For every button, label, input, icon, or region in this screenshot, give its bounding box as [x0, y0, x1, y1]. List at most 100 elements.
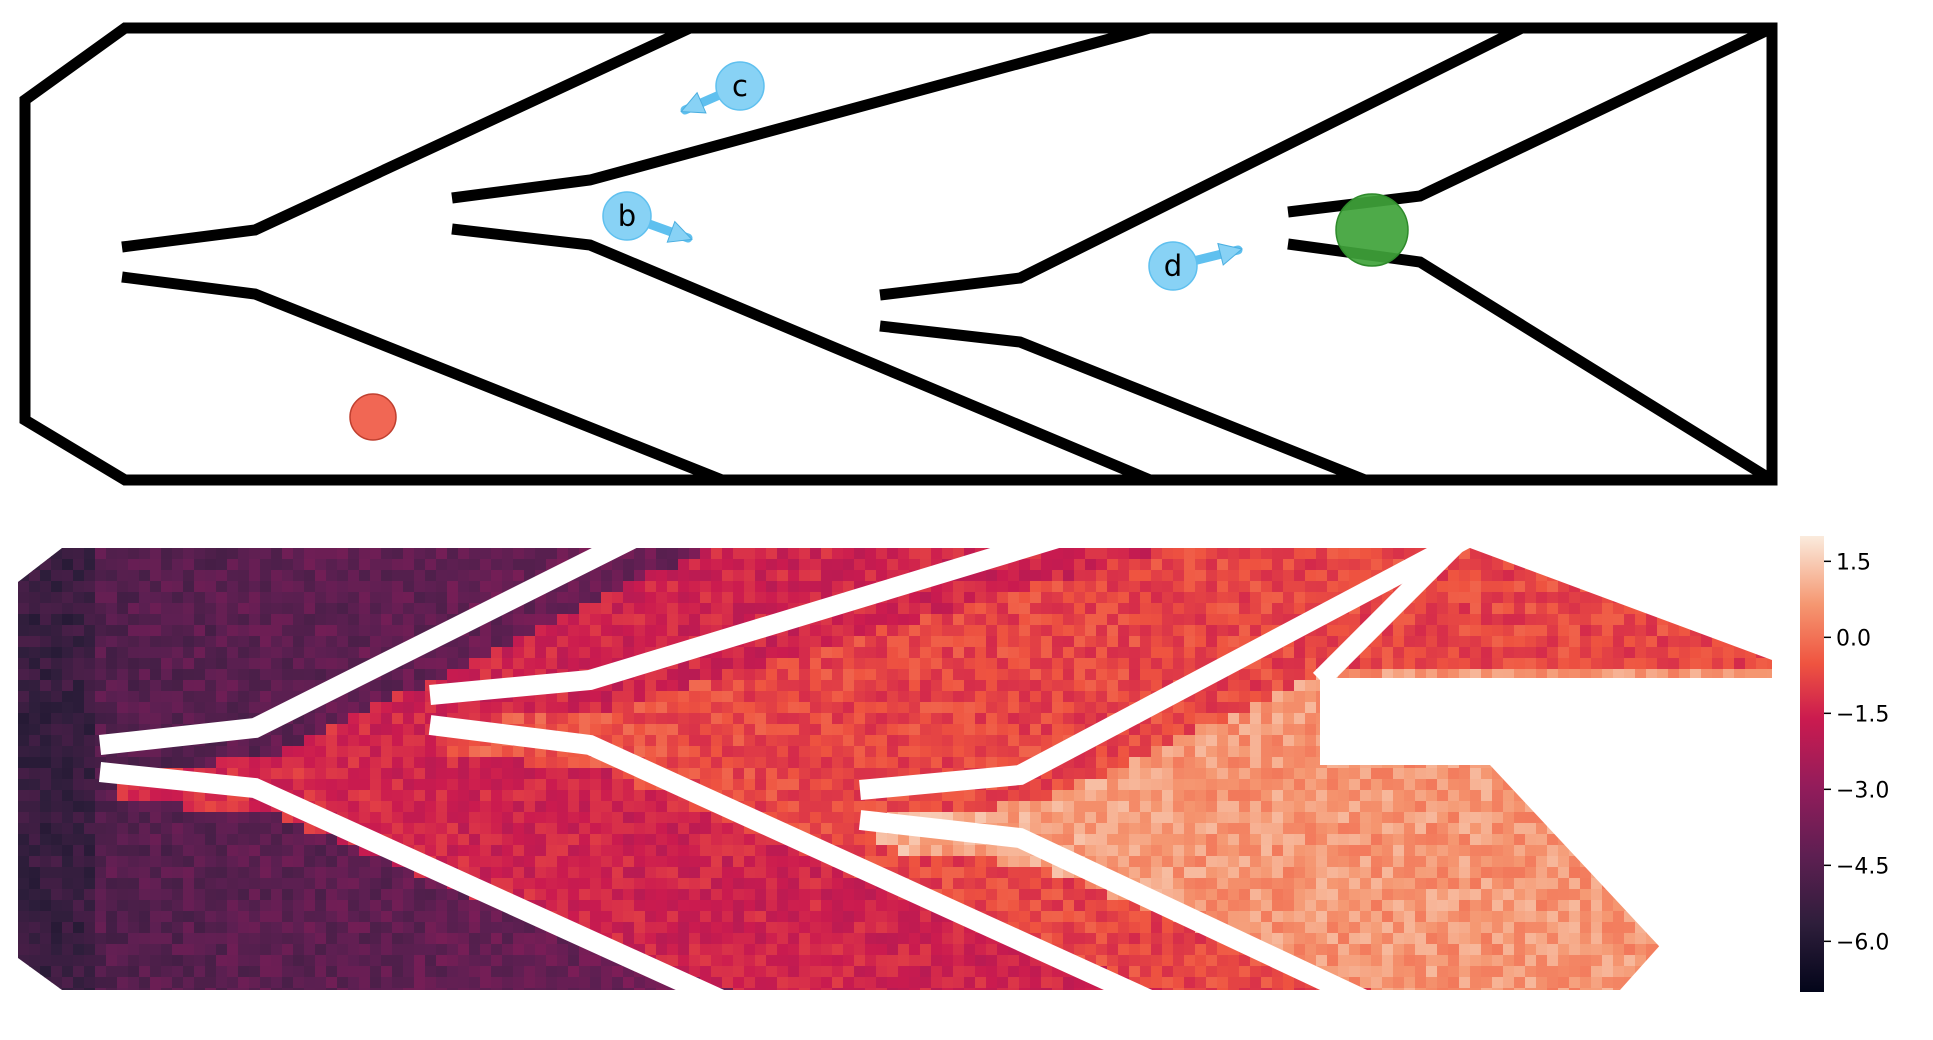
heatmap-cell — [1041, 581, 1053, 593]
heatmap-cell — [1228, 570, 1240, 582]
heatmap-cell — [139, 812, 151, 824]
heatmap-cell — [656, 603, 668, 615]
heatmap-cell — [1316, 845, 1328, 857]
heatmap-cell — [18, 779, 30, 791]
heatmap-cell — [29, 790, 41, 802]
heatmap-cell — [1646, 636, 1658, 648]
heatmap-cell — [84, 779, 96, 791]
heatmap-cell — [876, 757, 888, 769]
heatmap-cell — [854, 647, 866, 659]
heatmap-cell — [205, 592, 217, 604]
heatmap-cell — [1305, 658, 1317, 670]
heatmap-cell — [1437, 768, 1449, 780]
heatmap-cell — [1316, 636, 1328, 648]
heatmap-cell — [1371, 878, 1383, 890]
heatmap-cell — [403, 834, 415, 846]
heatmap-cell — [656, 757, 668, 769]
maze-wall-7 — [1287, 23, 1775, 218]
heatmap-cell — [403, 559, 415, 571]
heatmap-cell — [1052, 834, 1064, 846]
heatmap-cell — [612, 614, 624, 626]
heatmap-cell — [1063, 702, 1075, 714]
heatmap-cell — [1195, 735, 1207, 747]
heatmap-cell — [227, 581, 239, 593]
heatmap-cell — [227, 691, 239, 703]
heatmap-cell — [634, 713, 646, 725]
heatmap-cell — [865, 570, 877, 582]
heatmap-cell — [1492, 625, 1504, 637]
heatmap-cell — [975, 592, 987, 604]
heatmap-cell — [733, 581, 745, 593]
heatmap-cell — [1129, 735, 1141, 747]
heatmap-cell — [568, 724, 580, 736]
heatmap-cell — [1030, 581, 1042, 593]
heatmap-cell — [1228, 592, 1240, 604]
heatmap-cell — [51, 669, 63, 681]
heatmap-cell — [326, 669, 338, 681]
heatmap-cell — [645, 812, 657, 824]
heatmap-cell — [40, 559, 52, 571]
heatmap-cell — [161, 746, 173, 758]
heatmap-cell — [139, 724, 151, 736]
heatmap-cell — [1371, 559, 1383, 571]
heatmap-cell — [1173, 713, 1185, 725]
heatmap-cell — [1547, 878, 1559, 890]
heatmap-cell — [62, 867, 74, 879]
heatmap-cell — [986, 746, 998, 758]
heatmap-cell — [953, 812, 965, 824]
heatmap-cell — [524, 614, 536, 626]
heatmap-cell — [392, 735, 404, 747]
heatmap-cell — [1327, 867, 1339, 879]
heatmap-cell — [150, 713, 162, 725]
heatmap-cell — [403, 867, 415, 879]
heatmap-cell — [700, 856, 712, 868]
heatmap-cell — [590, 581, 602, 593]
heatmap-cell — [216, 559, 228, 571]
heatmap-cell — [1459, 603, 1471, 615]
heatmap-cell — [1305, 713, 1317, 725]
heatmap-cell — [95, 713, 107, 725]
heatmap-cell — [942, 724, 954, 736]
heatmap-cell — [931, 625, 943, 637]
heatmap-cell — [1580, 614, 1592, 626]
heatmap-cell — [898, 669, 910, 681]
heatmap-cell — [172, 856, 184, 868]
heatmap-cell — [1030, 603, 1042, 615]
heatmap-cell — [139, 823, 151, 835]
heatmap-cell — [1459, 856, 1471, 868]
heatmap-cell — [1085, 779, 1097, 791]
heatmap-cell — [810, 702, 822, 714]
heatmap-cell — [865, 636, 877, 648]
heatmap-cell — [1217, 647, 1229, 659]
heatmap-cell — [1096, 603, 1108, 615]
heatmap-cell — [1426, 592, 1438, 604]
heatmap-cell — [370, 735, 382, 747]
heatmap-cell — [62, 845, 74, 857]
heatmap-cell — [62, 592, 74, 604]
heatmap-cell — [29, 867, 41, 879]
heatmap-cell — [953, 724, 965, 736]
heatmap-cell — [62, 680, 74, 692]
heatmap-cell — [51, 592, 63, 604]
heatmap-cell — [986, 625, 998, 637]
heatmap-cell — [513, 834, 525, 846]
heatmap-cell — [1415, 834, 1427, 846]
heatmap-cell — [656, 856, 668, 868]
heatmap-cell — [865, 680, 877, 692]
heatmap-cell — [766, 559, 778, 571]
heatmap-cell — [392, 691, 404, 703]
heatmap-cell — [337, 702, 349, 714]
heatmap-cell — [1085, 603, 1097, 615]
heatmap-cell — [1217, 724, 1229, 736]
heatmap-cell — [18, 548, 30, 560]
heatmap-cell — [271, 669, 283, 681]
heatmap-cell — [1063, 878, 1075, 890]
heatmap-cell — [29, 647, 41, 659]
heatmap-cell — [238, 570, 250, 582]
heatmap-cell — [1272, 790, 1284, 802]
heatmap-cell — [832, 636, 844, 648]
heatmap-cell — [601, 812, 613, 824]
heatmap-cell — [1008, 713, 1020, 725]
heatmap-cell — [293, 658, 305, 670]
heatmap-cell — [612, 735, 624, 747]
